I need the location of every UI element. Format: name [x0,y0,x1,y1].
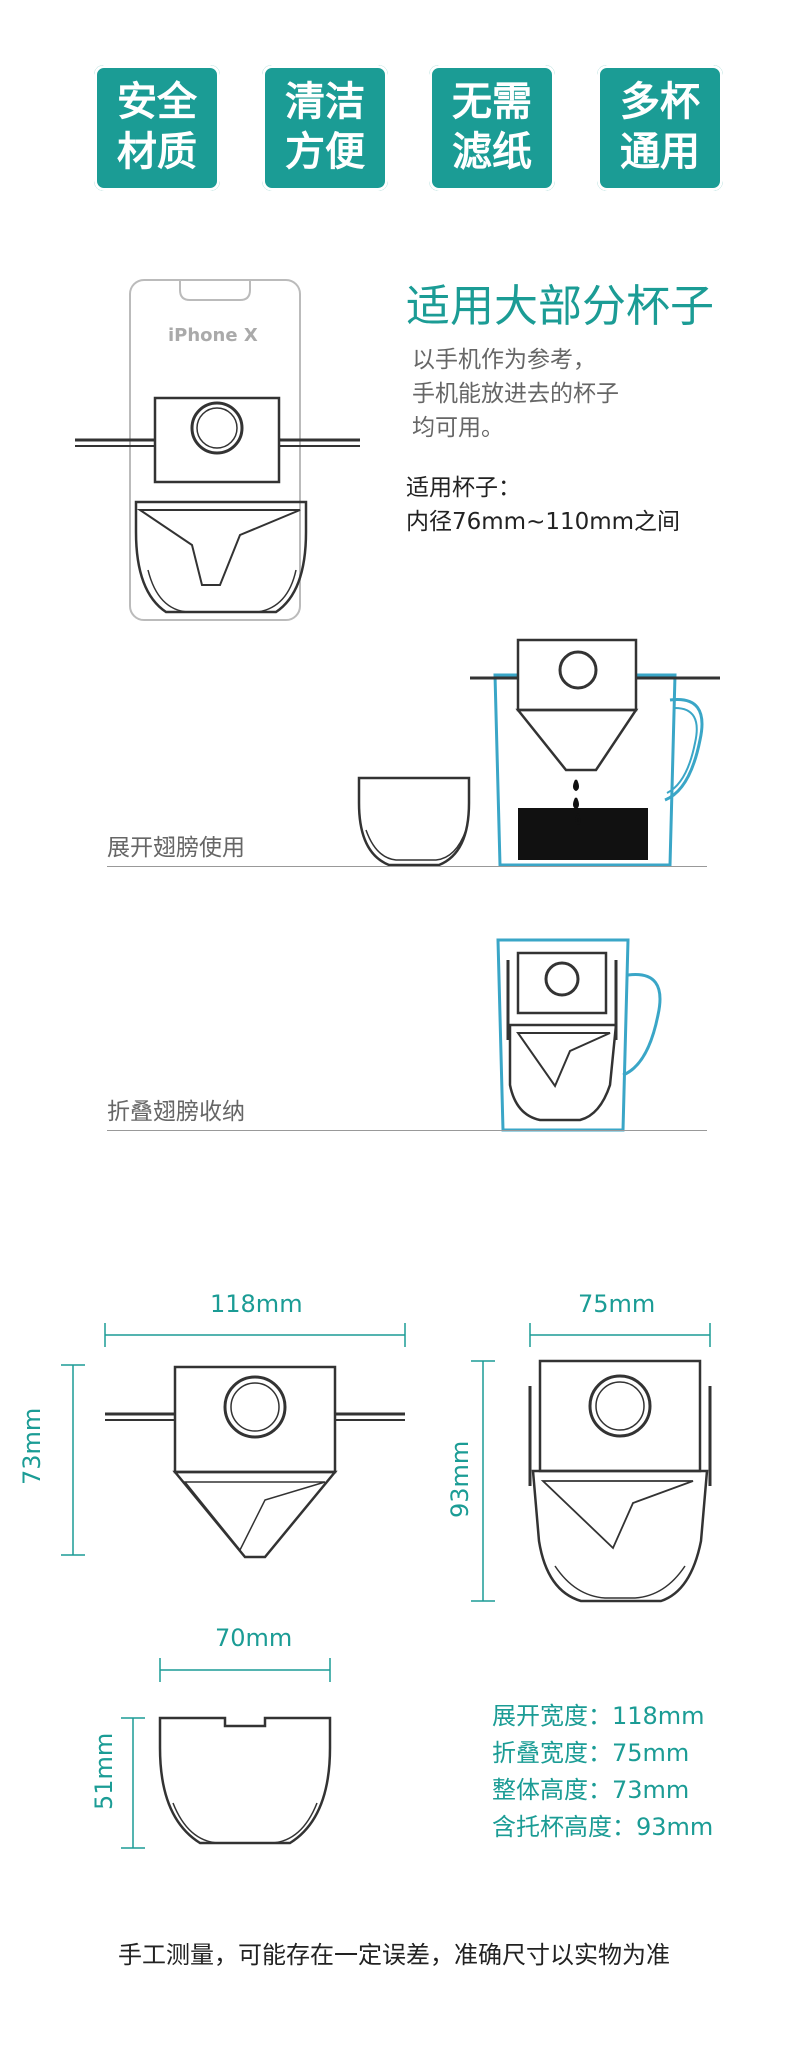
phone-model-label: iPhone X [168,325,258,346]
badge-line1: 清洁 [285,79,365,125]
badge-safe-material: 安全 材质 [94,65,220,191]
compat-title: 适用大部分杯子 [406,281,714,332]
divider-line [107,866,707,867]
compat-desc-3: 均可用。 [412,415,504,441]
open-height-arrow [61,1364,85,1556]
compat-desc-2: 手机能放进去的杯子 [412,381,619,407]
spec-fold-width: 折叠宽度：75mm [492,1739,690,1767]
badge-line2: 滤纸 [452,129,532,175]
cups-range: 内径76mm~110mm之间 [406,509,681,535]
fold-storage-illustration [496,938,662,1132]
badge-line2: 通用 [620,129,700,175]
open-width-label: 118mm [210,1290,303,1318]
unfold-usage-illustration [470,638,720,867]
badge-easy-clean: 清洁 方便 [262,65,388,191]
unfold-usage-label: 展开翅膀使用 [107,835,245,861]
badge-line2: 方便 [285,129,365,175]
fold-height-arrow [471,1360,495,1602]
cup-height-arrow [121,1717,145,1849]
spec-open-width: 展开宽度：118mm [492,1702,705,1730]
cup-diagram [158,1716,332,1845]
small-cup-illustration [357,776,471,867]
cup-height-label: 51mm [90,1732,118,1810]
open-height-label: 73mm [18,1407,46,1485]
badge-line1: 多杯 [620,79,700,125]
cups-label: 适用杯子： [406,475,521,501]
folded-dripper-diagram [528,1359,712,1603]
cup-width-arrow [159,1658,331,1682]
badge-line1: 安全 [117,79,197,125]
spec-height-with-holder: 含托杯高度：93mm [492,1813,714,1841]
compat-desc-1: 以手机作为参考， [412,347,596,373]
open-width-arrow [104,1323,406,1347]
badge-multi-cup: 多杯 通用 [597,65,723,191]
specs-list: 展开宽度：118mm 折叠宽度：75mm 整体高度：73mm 含托杯高度：93m… [492,1698,713,1846]
cup-width-label: 70mm [215,1624,293,1652]
spec-overall-height: 整体高度：73mm [492,1776,690,1804]
fold-width-arrow [529,1323,711,1347]
badge-line2: 材质 [117,129,197,175]
badge-line1: 无需 [452,79,532,125]
fold-width-label: 75mm [578,1290,656,1318]
measurement-note: 手工测量，可能存在一定误差，准确尺寸以实物为准 [118,1941,670,1969]
badge-no-filter: 无需 滤纸 [429,65,555,191]
open-dripper-diagram [105,1365,405,1559]
phone-dripper-illustration [75,279,360,621]
fold-storage-label: 折叠翅膀收纳 [107,1099,245,1125]
divider-line [107,1130,707,1131]
